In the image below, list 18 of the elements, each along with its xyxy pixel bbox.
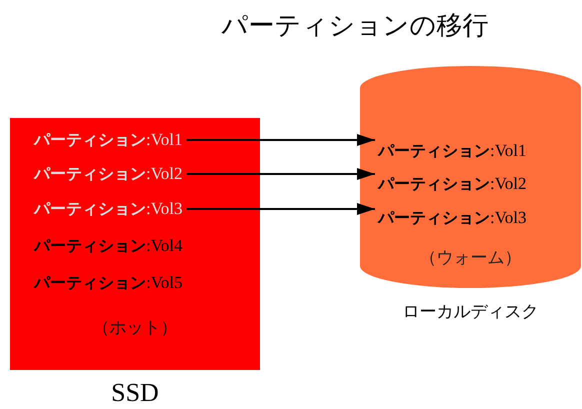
partition-label: パーティション:Vol2	[378, 173, 527, 195]
partition-label: パーティション:Vol3	[378, 207, 527, 229]
arrow	[186, 134, 375, 146]
node-label: ローカルディスク	[402, 301, 540, 323]
arrow	[186, 168, 375, 180]
partition-label: パーティション:Vol1	[378, 140, 527, 162]
temperature-label: （ホット）	[92, 317, 178, 339]
partition-label: パーティション:Vol5	[34, 272, 183, 294]
temperature-label: （ウォーム）	[418, 247, 522, 269]
partition-label: パーティション:Vol1	[34, 129, 183, 151]
partition-label: パーティション:Vol2	[34, 163, 183, 185]
node-label: SSD	[110, 378, 160, 408]
storage-box	[10, 118, 260, 370]
partition-label: パーティション:Vol4	[34, 235, 183, 257]
arrow	[186, 203, 375, 215]
disk-cylinder	[360, 66, 581, 288]
partition-label: パーティション:Vol3	[34, 198, 183, 220]
title: パーティションの移行	[220, 10, 490, 43]
